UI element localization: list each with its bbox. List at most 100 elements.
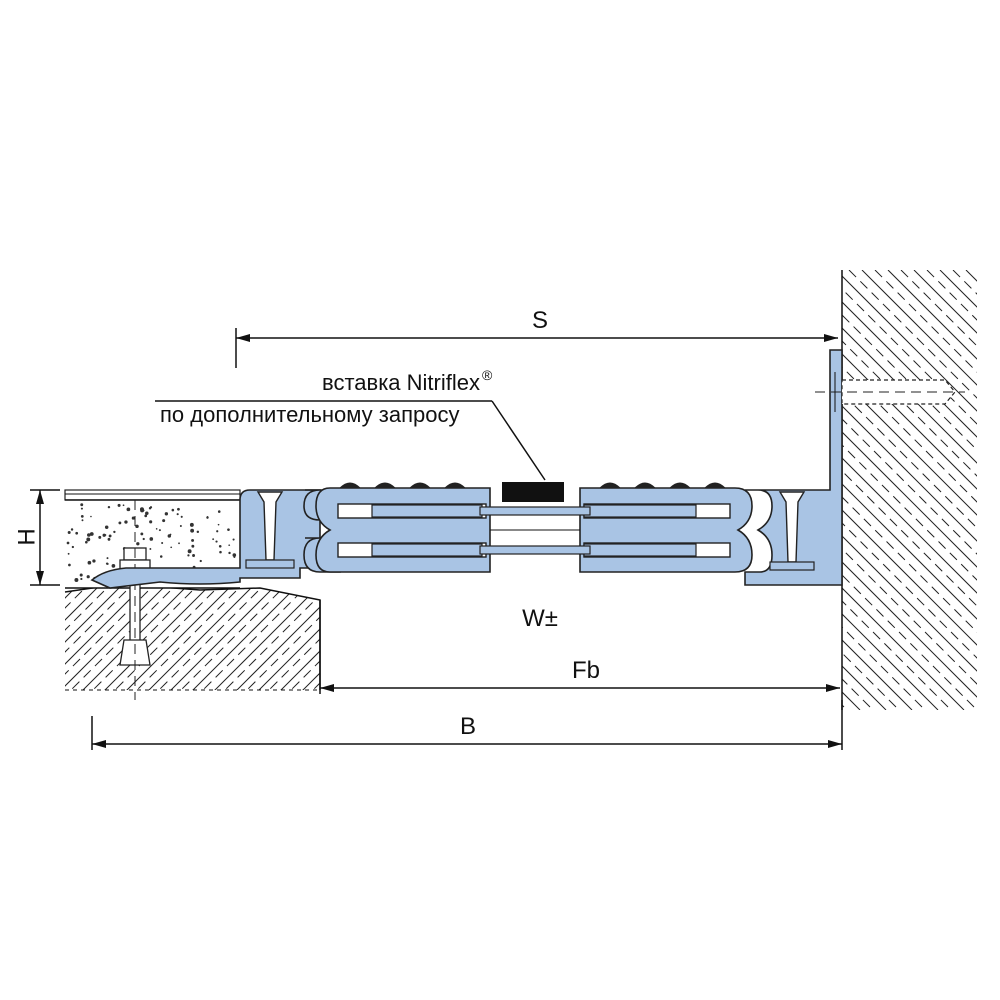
aggregate-dot xyxy=(178,542,180,545)
wall-hatch-line xyxy=(842,587,965,710)
wall-hatch-dash xyxy=(842,366,977,503)
hatch-line xyxy=(270,584,320,690)
aggregate-dot xyxy=(227,528,230,531)
wall-hatch-line xyxy=(842,275,977,412)
hatch-dash xyxy=(65,584,138,690)
aggregate-dot xyxy=(162,519,166,523)
aggregate-dot xyxy=(189,522,194,527)
aggregate-dot xyxy=(87,533,91,537)
aggregate-dot xyxy=(75,531,79,535)
aggregate-dot xyxy=(74,578,79,582)
hatch-dash xyxy=(0,580,5,700)
tread-bump xyxy=(374,482,396,489)
aggregate-dot xyxy=(232,553,237,557)
wall-dowel xyxy=(815,372,965,412)
hatch-dash xyxy=(302,584,320,690)
tread-bump xyxy=(339,482,361,489)
aggregate-dot xyxy=(170,546,173,549)
aggregate-dot xyxy=(191,544,195,548)
aggregate-dot xyxy=(169,533,172,536)
aggregate-dot xyxy=(145,511,149,516)
hatch-dash xyxy=(258,584,320,690)
hatch-dash xyxy=(325,580,445,700)
aggregate-dot xyxy=(80,507,83,510)
hatch-dash xyxy=(214,584,320,690)
hatch-line xyxy=(65,584,172,690)
hatch-dash xyxy=(369,580,489,700)
aggregate-dot xyxy=(66,541,70,545)
wall-hatch-dash xyxy=(842,522,977,659)
aggregate-dot xyxy=(140,532,144,536)
aggregate-dot xyxy=(192,554,196,557)
hatch-dash xyxy=(104,584,226,690)
aggregate-dot xyxy=(117,503,121,507)
wall-hatch-dash xyxy=(848,270,977,399)
dimension-h: H xyxy=(13,489,60,586)
wall-hatch-line xyxy=(842,561,977,698)
aggregate-dot xyxy=(105,562,109,565)
hatch-line xyxy=(226,584,320,690)
wall-hatch-dash xyxy=(979,270,1000,710)
aggregate-dot xyxy=(142,537,145,541)
aggregate-dot xyxy=(232,538,235,541)
hatch-line xyxy=(359,580,479,700)
aggregate-dot xyxy=(233,556,236,559)
callout-line1: вставка Nitriflex xyxy=(322,370,480,395)
hatch-line xyxy=(94,584,216,690)
hatch-line xyxy=(403,580,523,700)
left-profile xyxy=(90,489,321,589)
aggregate-dot xyxy=(70,528,74,531)
aggregate-dot xyxy=(191,538,195,542)
wall-hatch-dash xyxy=(842,574,977,710)
dimension-fb: W± Fb xyxy=(319,600,840,694)
aggregate-dot xyxy=(217,523,220,526)
wall-hatch-dash xyxy=(842,548,977,685)
hatch-line xyxy=(248,584,320,690)
wall-hatch-line xyxy=(842,379,977,516)
aggregate-dot xyxy=(212,538,215,541)
aggregate-dot xyxy=(149,520,153,524)
aggregate-dot xyxy=(79,573,83,577)
hatch-line xyxy=(292,584,320,690)
aggregate-dot xyxy=(139,507,144,512)
wall-hatch-dash xyxy=(900,270,977,347)
aggregate-dot xyxy=(161,541,164,544)
hatch-line xyxy=(381,580,501,700)
aggregate-dot xyxy=(111,564,116,568)
tread-bump xyxy=(444,482,466,489)
wall-hatch-dash xyxy=(842,470,977,607)
aggregate-dot xyxy=(80,503,84,507)
tread-bump xyxy=(669,482,691,489)
tread-bump xyxy=(599,482,621,489)
wall-hatch-line xyxy=(842,613,939,710)
aggregate-dot xyxy=(206,516,209,519)
aggregate-dot xyxy=(179,525,182,528)
aggregate-dot xyxy=(86,537,91,542)
hatch-dash xyxy=(457,580,577,700)
wall-hatch-dash xyxy=(842,288,977,425)
wall-hatch-line xyxy=(861,270,977,386)
aggregate-dot xyxy=(107,537,111,541)
aggregate-dot xyxy=(68,563,71,567)
aggregate-dot xyxy=(171,508,175,512)
aggregate-dot xyxy=(126,507,131,512)
aggregate-dot xyxy=(155,527,158,530)
hatch-line xyxy=(65,584,84,690)
aggregate-dot xyxy=(228,551,231,555)
aggregate-dot xyxy=(148,507,152,510)
hatch-dash xyxy=(0,580,49,700)
dimension-s: S xyxy=(235,307,838,368)
aggregate-dot xyxy=(108,534,112,538)
aggregate-dot xyxy=(98,535,102,539)
wall-hatch-line xyxy=(842,405,977,542)
tread-bump xyxy=(704,482,726,489)
wall-hatch-line xyxy=(842,457,977,594)
wall-hatch-line xyxy=(965,270,977,282)
hatch-dash xyxy=(0,580,27,700)
wall-hatch-line xyxy=(913,270,977,334)
hatch-dash xyxy=(391,580,511,700)
aggregate-dot xyxy=(176,513,179,516)
aggregate-dot xyxy=(218,545,222,548)
hatch-dash xyxy=(65,584,182,690)
hatch-dash xyxy=(435,580,555,700)
